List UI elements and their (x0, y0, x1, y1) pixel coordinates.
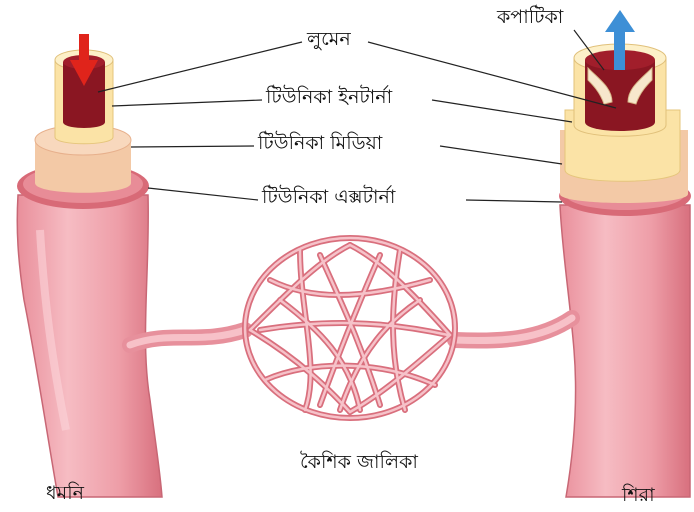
label-tunica-media: টিউনিকা মিডিয়া (258, 134, 382, 153)
label-vein: শিরা (622, 486, 655, 505)
vein-externa-tube (560, 205, 690, 497)
vein-vessel (559, 44, 691, 497)
label-valve: কপাটিকা (497, 8, 563, 27)
leader-lines (98, 30, 616, 202)
capillary-network (130, 238, 572, 418)
label-artery: ধমনি (46, 484, 84, 503)
label-tunica-externa: টিউনিকা এক্সটার্না (262, 188, 395, 207)
vein-lumen (585, 60, 655, 131)
label-lumen: লুমেন (307, 30, 351, 49)
artery-vessel (17, 50, 162, 497)
label-capillary-network: কৈশিক জালিকা (300, 453, 418, 472)
label-tunica-intima: টিউনিকা ইনটার্না (266, 88, 392, 107)
